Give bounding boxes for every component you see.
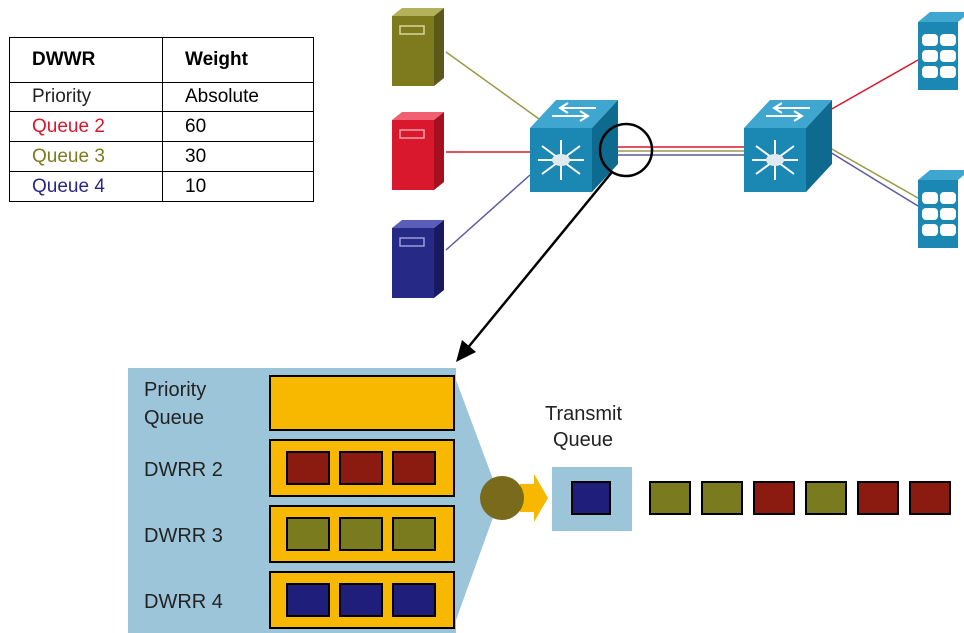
link-right-navy — [829, 151, 919, 207]
weight-table: DWWR Weight Priority Absolute Queue 2 60… — [9, 37, 314, 202]
table-row: Queue 2 60 — [9, 111, 314, 142]
table-row: Queue 3 30 — [9, 141, 314, 172]
priority-queue-box — [269, 375, 455, 431]
zoom-arrow-line — [465, 171, 613, 351]
transmit-queue-label-line2: Queue — [553, 429, 613, 451]
switch-right-icon — [744, 100, 832, 192]
queued-packet — [392, 517, 436, 551]
switch-left-icon — [530, 100, 618, 192]
storage-top-icon — [918, 12, 964, 90]
queued-packet — [339, 451, 383, 485]
zoom-arrowhead-icon — [456, 340, 476, 362]
link-olive-server — [445, 51, 547, 125]
dwrr2-label: DWRR 2 — [144, 459, 223, 481]
row-name: Queue 3 — [9, 141, 163, 172]
output-packet — [909, 481, 951, 515]
queued-packet — [286, 451, 330, 485]
scheduler-circle — [480, 476, 524, 520]
network-links — [445, 51, 919, 251]
dwrr3-label: DWRR 3 — [144, 525, 223, 547]
table-header-weight: Weight — [162, 37, 314, 83]
queued-packet — [392, 583, 436, 617]
row-name: Queue 4 — [9, 171, 163, 202]
output-packet — [753, 481, 795, 515]
server-red-icon — [392, 112, 444, 190]
output-packet — [857, 481, 899, 515]
output-packet — [649, 481, 691, 515]
server-olive-icon — [392, 8, 444, 86]
transmit-queue-label-line1: Transmit — [545, 403, 622, 425]
dwrr4-label: DWRR 4 — [144, 591, 223, 613]
row-weight: Absolute — [162, 82, 314, 112]
queued-packet — [286, 517, 330, 551]
queued-packet — [392, 451, 436, 485]
server-navy-icon — [392, 220, 444, 298]
transmit-packet — [571, 481, 611, 515]
dwrr-packets — [286, 451, 436, 617]
scheduler-arrow-icon — [520, 474, 548, 522]
row-weight: 30 — [162, 141, 314, 172]
row-weight: 10 — [162, 171, 314, 202]
priority-queue-label-line1: Priority — [144, 379, 206, 401]
table-row: Priority Absolute — [9, 82, 314, 112]
zoom-circle — [598, 122, 654, 178]
row-name: Priority — [9, 82, 163, 112]
table-header-dwwr: DWWR — [9, 37, 163, 83]
row-weight: 60 — [162, 111, 314, 142]
scheduler-panel-shape — [128, 368, 500, 633]
output-packets — [649, 481, 951, 515]
queued-packet — [339, 583, 383, 617]
scheduler-panel: Priority Queue DWRR 2 DWRR 3 DWRR 4 — [128, 368, 500, 633]
priority-queue-label-line2: Queue — [144, 407, 204, 429]
row-name: Queue 2 — [9, 111, 163, 142]
link-right-olive — [829, 147, 919, 199]
output-packet — [701, 481, 743, 515]
link-navy-server — [445, 174, 531, 251]
queued-packet — [339, 517, 383, 551]
storage-bottom-icon — [918, 170, 964, 248]
link-right-red — [829, 59, 919, 111]
table-row: Queue 4 10 — [9, 171, 314, 202]
output-packet — [805, 481, 847, 515]
queued-packet — [286, 583, 330, 617]
